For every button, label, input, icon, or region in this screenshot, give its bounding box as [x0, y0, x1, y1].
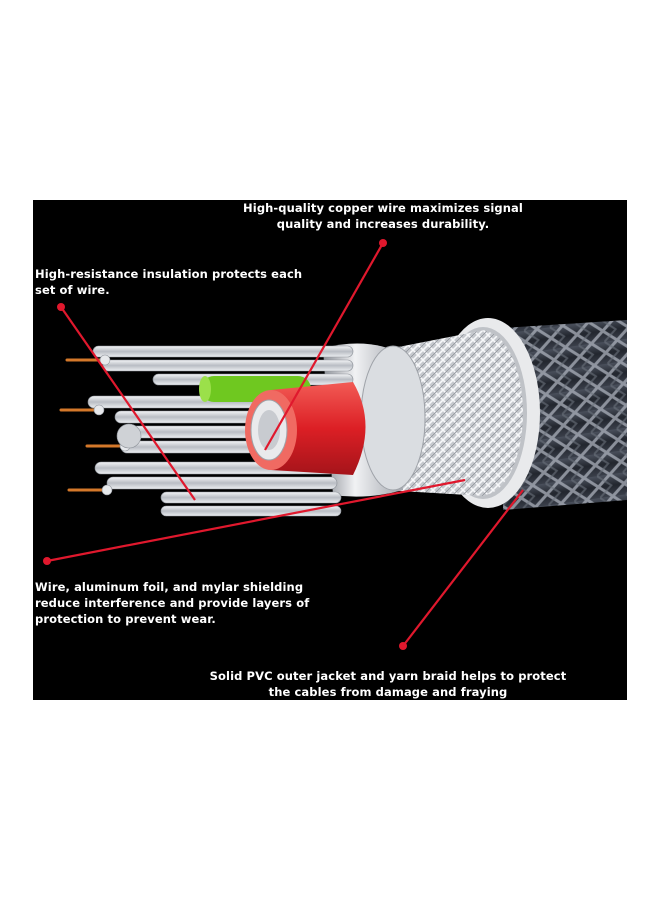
caption-shielding: Wire, aluminum foil, and mylar shielding… [35, 580, 310, 626]
strand-end-caps [93, 354, 142, 496]
pointer-line-jacket [402, 489, 524, 647]
pointer-line-shielding [46, 478, 466, 563]
pointer-line-copper [264, 242, 384, 451]
pointer-lines [46, 242, 524, 647]
pointer-dot-insulation [57, 303, 65, 311]
caption-copper-wire: High-quality copper wire maximizes signa… [243, 201, 523, 231]
pointer-dot-shielding [43, 557, 51, 565]
red-insulated-core [245, 382, 366, 475]
pointer-dot-copper [379, 239, 387, 247]
pointer-line-insulation [60, 306, 196, 501]
pointer-dot-icon [43, 239, 407, 650]
pointer-dot-jacket [399, 642, 407, 650]
cable-illustration [43, 239, 627, 650]
caption-insulation: High-resistance insulation protects each… [35, 267, 303, 297]
caption-outer-jacket: Solid PVC outer jacket and yarn braid he… [209, 669, 567, 699]
cable-diagram: High-quality copper wire maximizes signa… [33, 200, 627, 700]
